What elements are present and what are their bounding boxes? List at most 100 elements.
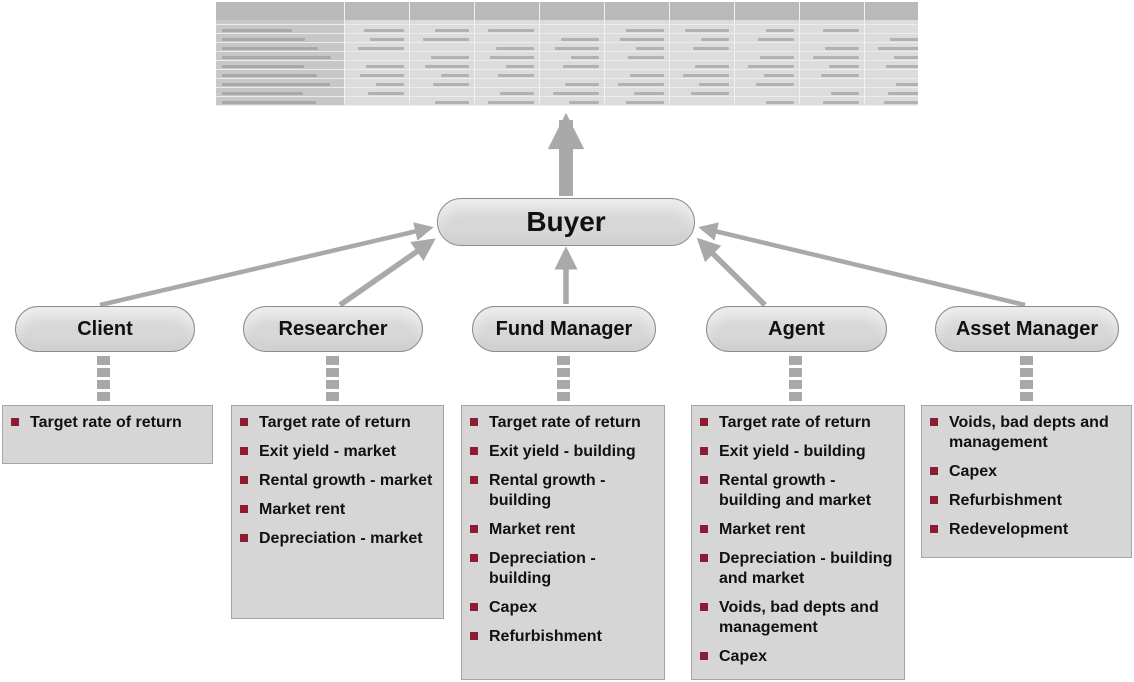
spreadsheet-label-blur — [222, 74, 317, 77]
spreadsheet-column-separator — [344, 2, 345, 106]
bullet-square-icon — [470, 476, 478, 484]
researcher-factor-item: Depreciation - market — [240, 529, 437, 549]
spreadsheet-row-line — [216, 78, 918, 79]
spreadsheet-cell-blur — [555, 47, 599, 50]
spreadsheet-cell-blur — [488, 29, 534, 32]
factor-text: Depreciation - building and market — [719, 550, 893, 587]
spreadsheet-cell-blur — [563, 65, 599, 68]
factor-text: Market rent — [719, 521, 806, 538]
spreadsheet-cell-blur — [831, 92, 859, 95]
spreadsheet-column-separator — [539, 2, 540, 106]
factor-text: Exit yield - market — [259, 443, 396, 460]
asset-manager-label: Asset Manager — [955, 317, 1099, 340]
buyer-node: Buyer — [437, 198, 695, 246]
asset-manager-factor-item: Refurbishment — [930, 491, 1125, 511]
agent-factor-item: Voids, bad depts and management — [700, 598, 898, 638]
factor-text: Market rent — [489, 521, 576, 538]
fund-manager-factor-item: Market rent — [470, 520, 658, 540]
bullet-square-icon — [930, 467, 938, 475]
spreadsheet-cell-blur — [364, 29, 404, 32]
spreadsheet-cell-blur — [766, 29, 794, 32]
client-factor-item: Target rate of return — [11, 413, 206, 433]
agent-factor-item: Target rate of return — [700, 413, 898, 433]
spreadsheet-cell-blur — [506, 65, 534, 68]
spreadsheet-cell-blur — [620, 38, 664, 41]
bullet-square-icon — [470, 554, 478, 562]
spreadsheet-column-separator — [864, 2, 865, 106]
factor-text: Redevelopment — [949, 521, 1069, 538]
spreadsheet-row-line — [216, 105, 918, 106]
spreadsheet-cell-blur — [569, 101, 599, 104]
client-label: Client — [77, 317, 133, 340]
researcher-factor-item: Exit yield - market — [240, 442, 437, 462]
spreadsheet-cell-blur — [878, 47, 918, 50]
spreadsheet-row-line — [216, 60, 918, 61]
asset-manager-node: Asset Manager — [935, 306, 1119, 352]
spreadsheet-cell-blur — [441, 74, 469, 77]
spreadsheet-cell-blur — [683, 74, 729, 77]
spreadsheet-cell-blur — [435, 101, 469, 104]
bullet-square-icon — [700, 418, 708, 426]
spreadsheet-row-line — [216, 69, 918, 70]
bullet-square-icon — [930, 496, 938, 504]
spreadsheet-cell-blur — [366, 65, 404, 68]
spreadsheet-cell-blur — [425, 65, 469, 68]
spreadsheet-row-line — [216, 96, 918, 97]
fund-manager-factor-item: Rental growth - building — [470, 471, 658, 511]
arrow-agent-to-buyer — [696, 237, 767, 307]
spreadsheet-cell-blur — [699, 83, 729, 86]
spreadsheet-cell-blur — [561, 38, 599, 41]
spreadsheet-cell-blur — [488, 101, 534, 104]
spreadsheet-cell-blur — [829, 65, 859, 68]
spreadsheet-cell-blur — [628, 56, 664, 59]
fund-manager-factors-box: Target rate of return Exit yield - build… — [461, 405, 665, 680]
bullet-square-icon — [700, 652, 708, 660]
spreadsheet-cell-blur — [626, 29, 664, 32]
factor-text: Rental growth - building and market — [719, 472, 872, 509]
spreadsheet-cell-blur — [894, 56, 918, 59]
spreadsheet-column-separator — [799, 2, 800, 106]
bullet-square-icon — [930, 525, 938, 533]
factor-text: Target rate of return — [719, 414, 871, 431]
factor-text: Refurbishment — [489, 628, 602, 645]
spreadsheet-cell-blur — [368, 92, 404, 95]
spreadsheet-column-separator — [669, 2, 670, 106]
bullet-square-icon — [700, 525, 708, 533]
factor-text: Rental growth - building — [489, 472, 606, 509]
spreadsheet-row-line — [216, 87, 918, 88]
spreadsheet-label-blur — [222, 38, 305, 41]
factor-text: Market rent — [259, 501, 346, 518]
spreadsheet-row-line — [216, 33, 918, 34]
asset-manager-factor-item: Voids, bad depts and management — [930, 413, 1125, 453]
spreadsheet-cell-blur — [423, 38, 469, 41]
spreadsheet-cell-blur — [760, 56, 794, 59]
agent-factor-item: Market rent — [700, 520, 898, 540]
spreadsheet-cell-blur — [695, 65, 729, 68]
spreadsheet-cell-blur — [886, 65, 918, 68]
buyer-label: Buyer — [526, 206, 606, 237]
bullet-square-icon — [700, 447, 708, 455]
factor-text: Capex — [719, 648, 768, 665]
fund-manager-factor-item: Capex — [470, 598, 658, 618]
bullet-square-icon — [470, 447, 478, 455]
spreadsheet-cell-blur — [884, 101, 918, 104]
agent-factor-item: Rental growth - building and market — [700, 471, 898, 511]
spreadsheet-cell-blur — [701, 38, 729, 41]
spreadsheet-cell-blur — [565, 83, 599, 86]
spreadsheet-cell-blur — [825, 47, 859, 50]
bullet-square-icon — [700, 603, 708, 611]
spreadsheet-column-separator — [409, 2, 410, 106]
spreadsheet-row-line — [216, 42, 918, 43]
spreadsheet-cell-blur — [758, 38, 794, 41]
agent-label: Agent — [768, 317, 825, 340]
bullet-square-icon — [240, 534, 248, 542]
factor-text: Voids, bad depts and management — [949, 414, 1109, 451]
agent-factor-item: Depreciation - building and market — [700, 549, 898, 589]
spreadsheet-cell-blur — [370, 38, 404, 41]
researcher-factor-item: Target rate of return — [240, 413, 437, 433]
factor-text: Depreciation - market — [259, 530, 423, 547]
asset-manager-factor-item: Redevelopment — [930, 520, 1125, 540]
spreadsheet-column-separator — [604, 2, 605, 106]
fund-manager-factor-item: Refurbishment — [470, 627, 658, 647]
researcher-factor-item: Rental growth - market — [240, 471, 437, 491]
